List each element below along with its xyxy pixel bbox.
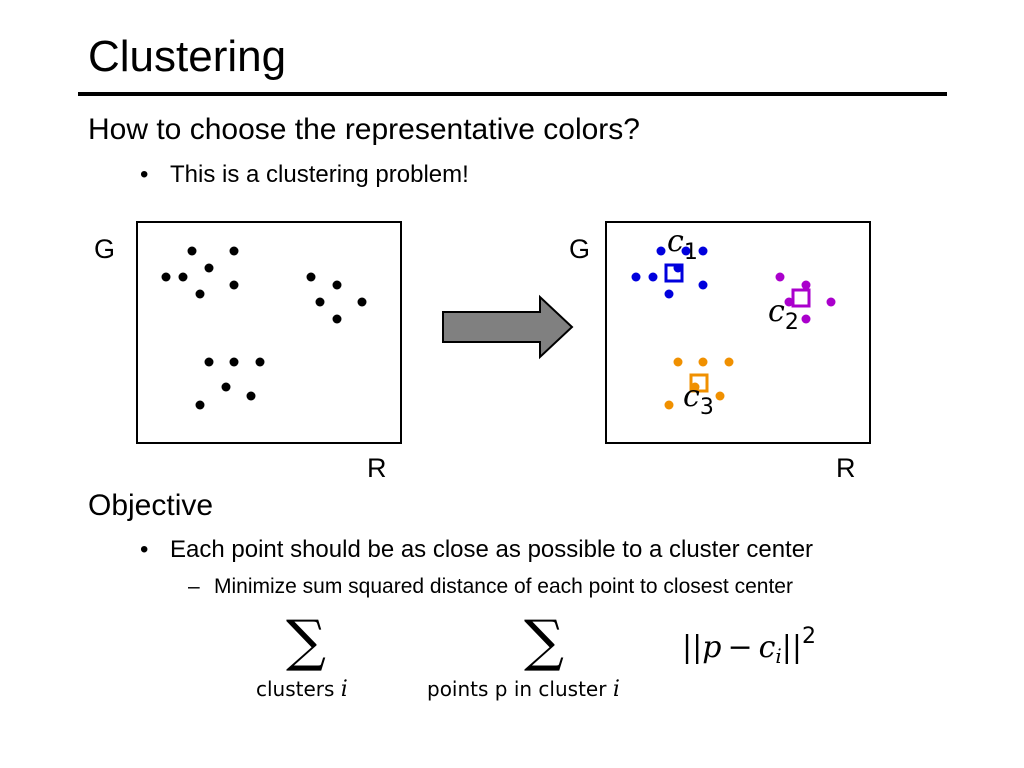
cluster-point: [801, 314, 811, 324]
bullet-item-clustering-problem: • This is a clustering problem!: [140, 160, 469, 190]
bullet-icon: •: [140, 161, 149, 188]
cluster-point: [698, 280, 708, 290]
cluster-center-1-marker: [664, 263, 684, 283]
center-symbol: c: [768, 294, 785, 329]
dash-icon: –: [188, 575, 200, 598]
cluster-point: [698, 246, 708, 256]
data-point: [187, 246, 197, 256]
cluster-point: [673, 357, 683, 367]
data-point: [204, 263, 214, 273]
outer-sum-subscript: clusters i: [256, 676, 348, 703]
center-symbol: c: [667, 224, 684, 259]
cluster-point: [664, 400, 674, 410]
bullet-text: This is a clustering problem!: [170, 161, 469, 188]
norm-exponent: 2: [802, 624, 817, 649]
data-point: [161, 272, 171, 282]
norm-expression: ||p−ci||2: [682, 624, 816, 669]
cluster-point: [681, 246, 691, 256]
outer-sum-label: clusters: [256, 677, 335, 701]
center-index: 2: [784, 310, 799, 335]
inner-sum-subscript: points p in cluster i: [427, 676, 620, 703]
cluster-point: [698, 357, 708, 367]
cluster-center-2-marker: [791, 288, 811, 308]
data-point: [178, 272, 188, 282]
cluster-point: [648, 272, 658, 282]
section-heading-representative-colors: How to choose the representative colors?: [88, 113, 640, 146]
center-symbol: c: [683, 379, 700, 414]
center-index: 1: [683, 240, 698, 265]
outer-sum-symbol: ∑: [286, 609, 326, 674]
left-plot-points: [161, 246, 367, 410]
cluster-point: [690, 382, 700, 392]
subbullet-item-minimize-distance: –Minimize sum squared distance of each p…: [188, 574, 793, 600]
cluster-point: [656, 246, 666, 256]
data-point: [229, 246, 239, 256]
cluster-point: [724, 357, 734, 367]
subbullet-text: Minimize sum squared distance of each po…: [214, 575, 793, 598]
data-point: [332, 280, 342, 290]
title-divider: [78, 92, 947, 96]
section-heading-objective: Objective: [88, 489, 214, 522]
norm-minus: −: [727, 630, 753, 665]
bullet-text: Each point should be as close as possibl…: [170, 536, 814, 563]
data-point: [306, 272, 316, 282]
outer-sum-index: i: [340, 677, 348, 702]
left-plot-x-axis-label: R: [367, 453, 387, 483]
data-point: [246, 391, 256, 401]
left-plot-frame: [136, 221, 402, 444]
right-plot-x-axis-label: R: [836, 453, 856, 483]
norm-close: ||: [781, 630, 803, 665]
data-point: [357, 297, 367, 307]
data-point: [255, 357, 265, 367]
inner-sum-index: i: [612, 677, 620, 702]
norm-point: p: [702, 630, 722, 665]
norm-center: c: [758, 630, 776, 665]
cluster-point: [826, 297, 836, 307]
right-plot-points: [631, 246, 836, 410]
center-label-2: c2: [768, 294, 799, 336]
inner-sum-symbol: ∑: [524, 609, 564, 674]
left-plot-y-axis-label: G: [94, 234, 116, 264]
cluster-point: [775, 272, 785, 282]
right-plot-frame: [605, 221, 871, 444]
bullet-icon: •: [140, 536, 149, 563]
center-label-3: c3: [683, 379, 714, 421]
data-point: [229, 357, 239, 367]
data-point: [221, 382, 231, 392]
data-point: [204, 357, 214, 367]
data-point: [229, 280, 239, 290]
right-arrow-icon: [442, 294, 574, 360]
inner-sum-label: points p in cluster: [427, 677, 607, 701]
norm-open: ||: [682, 630, 703, 665]
slide-title: Clustering: [88, 32, 287, 81]
data-point: [332, 314, 342, 324]
cluster-center-3-marker: [689, 373, 709, 393]
data-point: [315, 297, 325, 307]
bullet-item-close-to-center: • Each point should be as close as possib…: [140, 535, 813, 565]
cluster-point: [801, 280, 811, 290]
center-label-1: c1: [667, 224, 698, 266]
cluster-centers: [664, 263, 811, 393]
cluster-point: [715, 391, 725, 401]
data-point: [195, 400, 205, 410]
cluster-point: [784, 297, 794, 307]
cluster-point: [631, 272, 641, 282]
center-index: 3: [699, 395, 714, 420]
right-plot-y-axis-label: G: [569, 234, 591, 264]
norm-center-index: i: [775, 644, 782, 668]
data-point: [195, 289, 205, 299]
cluster-point: [664, 289, 674, 299]
